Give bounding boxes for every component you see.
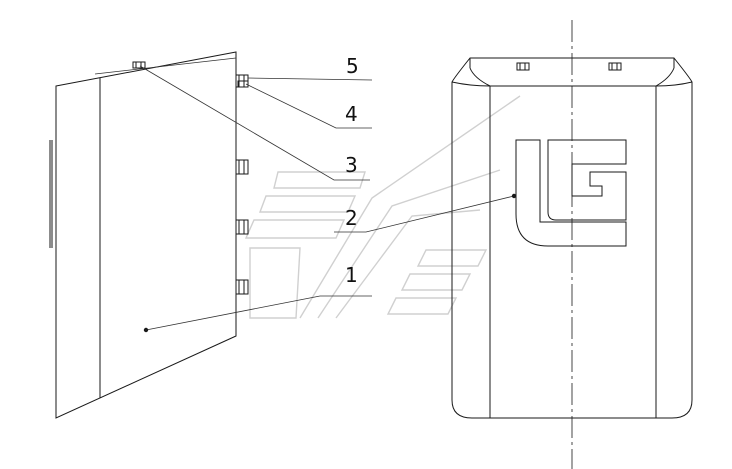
bolt-row-2 <box>235 219 249 235</box>
lg-logo <box>515 139 627 247</box>
cover-front-view <box>451 57 693 419</box>
watermark-logo <box>244 95 521 319</box>
bolt-4 <box>237 80 249 88</box>
door-panel-side-view <box>49 51 237 419</box>
callout-1: 1 <box>345 263 358 287</box>
leader-lines <box>139 65 517 333</box>
callout-2: 2 <box>345 206 358 230</box>
callout-3: 3 <box>345 153 358 177</box>
callout-4: 4 <box>345 102 358 126</box>
bolt-row-3 <box>235 279 249 295</box>
callout-5: 5 <box>346 54 359 78</box>
bolt-row-1 <box>235 159 249 175</box>
